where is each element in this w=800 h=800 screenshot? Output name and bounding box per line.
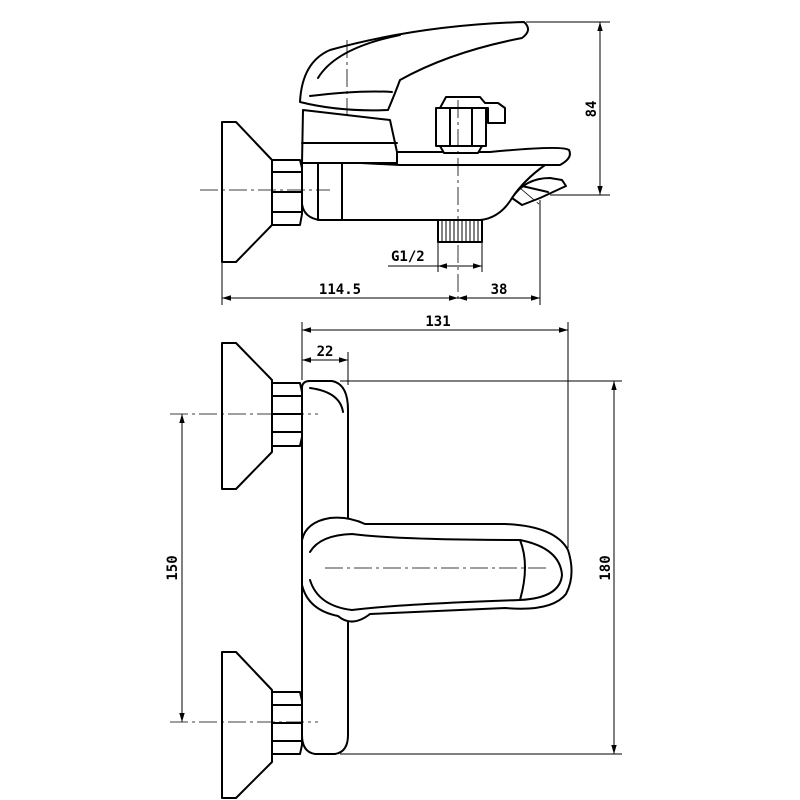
side-diverter-knob [439,96,506,124]
dim-inlet-spacing: 150 [165,555,181,580]
top-handle-body [301,516,573,623]
top-lower-flange [221,651,273,799]
dim-outlet-to-spout: 38 [491,282,508,298]
side-dimensions: 84 G1/2 114.5 38 [221,21,610,305]
top-view [170,342,573,799]
side-threaded-outlet [437,219,483,243]
dim-side-height: 84 [584,101,600,118]
side-view [200,21,571,300]
top-dimensions: 131 22 150 180 [165,314,622,755]
dim-body-offset: 22 [317,344,334,360]
side-body [301,146,571,166]
dim-thread-size: G1/2 [391,249,425,265]
side-wall-flange [221,121,273,263]
dim-overall-depth: 131 [425,314,450,330]
side-spout-tip [511,177,567,206]
side-handle-lever [299,21,529,112]
dim-overall-width: 180 [598,555,614,580]
top-upper-flange [221,342,273,490]
side-cartridge-housing [301,109,398,164]
side-main-body [301,161,546,221]
dim-wall-to-outlet: 114.5 [319,282,361,298]
